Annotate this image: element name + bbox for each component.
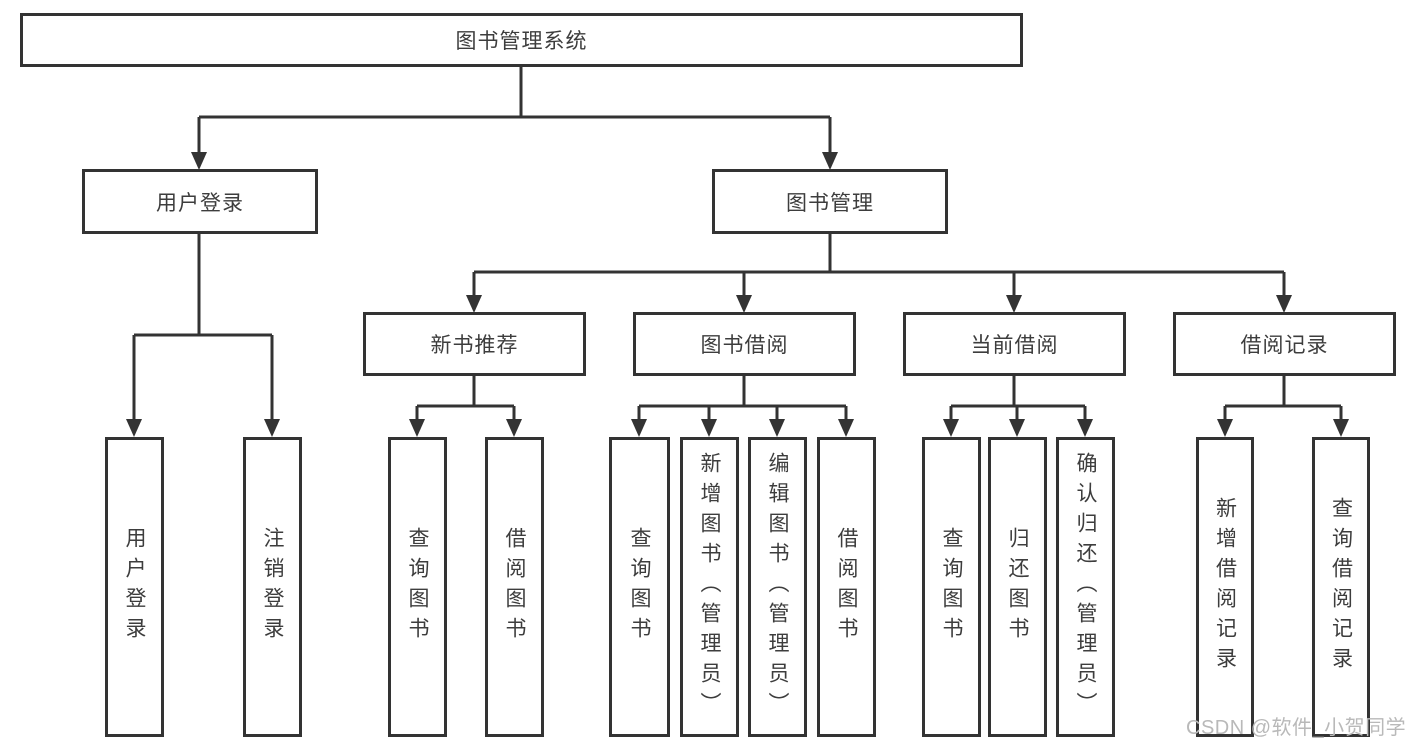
csdn-watermark: CSDN @软件_小贺同学 [1186,717,1405,739]
node-book-borrowing: 图书借阅 [633,312,856,376]
node-borrowing-records: 借阅记录 [1173,312,1396,376]
leaf-query-books-borrowing: 查询图书 [609,437,670,737]
node-root-system: 图书管理系统 [20,13,1023,67]
leaf-query-borrow-record: 查询借阅记录 [1312,437,1370,737]
leaf-borrow-books-borrowing: 借阅图书 [817,437,876,737]
leaf-return-books: 归还图书 [988,437,1047,737]
leaf-logout: 注销登录 [243,437,302,737]
leaf-add-books-admin: 新增图书（管理员） [680,437,739,737]
node-book-management: 图书管理 [712,169,948,234]
node-current-borrowing: 当前借阅 [903,312,1126,376]
node-new-book-recommend: 新书推荐 [363,312,586,376]
leaf-query-books-recommend: 查询图书 [388,437,447,737]
leaf-borrow-books-recommend: 借阅图书 [485,437,544,737]
leaf-add-borrow-record: 新增借阅记录 [1196,437,1254,737]
leaf-edit-books-admin: 编辑图书（管理员） [748,437,807,737]
leaf-user-login: 用户登录 [105,437,164,737]
node-user-login: 用户登录 [82,169,318,234]
leaf-query-books-current: 查询图书 [922,437,981,737]
leaf-confirm-return-admin: 确认归还（管理员） [1056,437,1115,737]
